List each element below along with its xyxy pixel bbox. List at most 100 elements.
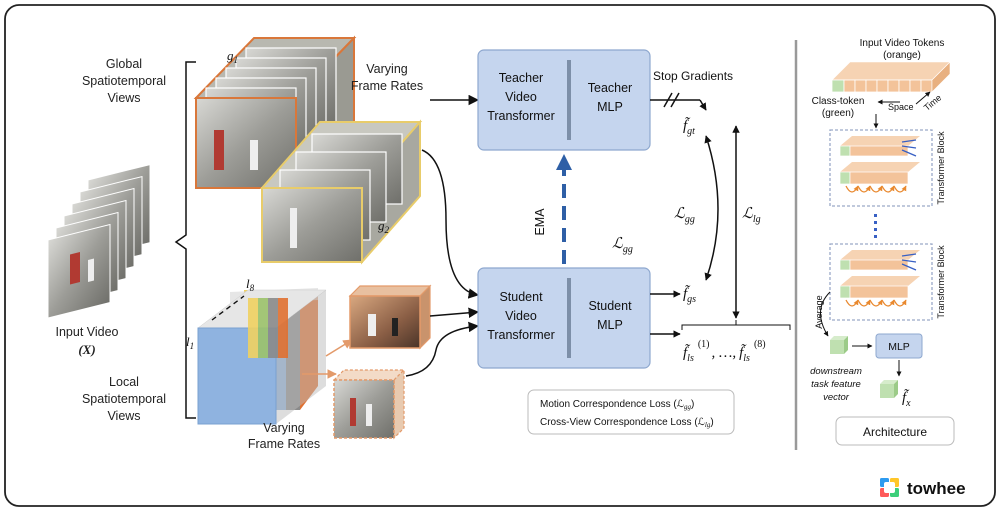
svg-text:MLP: MLP: [597, 318, 623, 332]
arrow-crop1-to-student: [429, 307, 480, 319]
ema-arrowhead: [556, 154, 572, 170]
student-divider: [567, 278, 571, 358]
teacher-box: [477, 49, 651, 151]
loss-lg-label: ℒlg: [742, 206, 761, 225]
loss-gg-right: ℒgg: [674, 206, 695, 225]
svg-text:(orange): (orange): [883, 50, 921, 61]
svg-text:Views: Views: [107, 91, 140, 105]
legend-cross: Cross-View Correspondence Loss (ℒlg): [540, 417, 714, 429]
loss-gg-arrow: [704, 135, 719, 281]
svg-text:Views: Views: [107, 409, 140, 423]
legend-motion: Motion Correspondence Loss (ℒgg): [540, 399, 694, 411]
svg-text:MLP: MLP: [597, 100, 623, 114]
svg-text:Frame Rates: Frame Rates: [351, 79, 423, 93]
student-box: [477, 267, 651, 369]
svg-text:Global: Global: [106, 57, 142, 71]
towhee-brand-name: towhee: [907, 479, 966, 498]
stop-gradient-tick-1: [663, 92, 673, 108]
transformer-block-top-label: Transformer Block: [936, 131, 946, 205]
svg-text:downstream: downstream: [810, 366, 862, 377]
svg-text:(green): (green): [822, 108, 854, 119]
svg-text:vector: vector: [823, 392, 850, 403]
svg-text:Teacher: Teacher: [588, 81, 632, 95]
svg-text:Student: Student: [588, 299, 632, 313]
svg-text:Frame Rates: Frame Rates: [248, 437, 320, 451]
input-tokens-label: Input Video Tokens (orange): [860, 38, 945, 61]
towhee-logo-icon: [880, 478, 899, 497]
average-arrow: [820, 291, 831, 337]
l1-label: l1: [186, 334, 194, 351]
arch-mlp-box: [875, 333, 923, 359]
svg-text:Video: Video: [505, 309, 537, 323]
teacher-output-arrow: [699, 99, 707, 111]
varying-rates-top-label: Varying Frame Rates: [351, 62, 423, 93]
input-video-label: Input Video: [55, 325, 118, 339]
svg-text:Input Video Tokens: Input Video Tokens: [860, 38, 945, 49]
student-transformer-label: Student Video Transformer: [487, 290, 555, 342]
fx-cube: [880, 380, 898, 398]
svg-text:Teacher: Teacher: [499, 71, 543, 85]
svg-text:Local: Local: [109, 375, 139, 389]
transformer-block-top: [829, 129, 933, 207]
svg-text:Varying: Varying: [366, 62, 408, 76]
class-token-cube: [830, 336, 848, 354]
loss-legend: Motion Correspondence Loss (ℒgg) Cross-V…: [527, 389, 735, 435]
token-grid: [831, 61, 951, 93]
views-brace: [174, 61, 196, 419]
towhee-logo: towhee: [880, 478, 966, 498]
average-label: Average: [814, 295, 824, 328]
local-view-layers: [197, 288, 327, 425]
loss-gg-middle: ℒgg: [612, 236, 633, 255]
transformer-block-bottom: [829, 243, 933, 321]
transformer-block-bottom-label: Transformer Block: [936, 245, 946, 319]
local-view-dashes: [211, 295, 245, 321]
g2-label: g2: [378, 218, 390, 235]
repeat-dots: [874, 214, 877, 238]
l8-label: l8: [246, 276, 255, 293]
arch-mlp-label: MLP: [888, 341, 910, 353]
svg-text:Student: Student: [499, 290, 543, 304]
global-view-g2: [259, 119, 423, 265]
student-block: Student Video Transformer Student MLP: [477, 267, 651, 369]
input-video-stack: [47, 163, 151, 319]
f-gt-label: f̃gt: [683, 117, 695, 137]
f-ls-sequence: f̃ls(1), …,f̃ls(8): [683, 339, 766, 364]
student-mlp-label: Student MLP: [588, 299, 632, 332]
local-crop-2: [332, 368, 406, 440]
svg-text:task feature: task feature: [811, 379, 861, 390]
global-views-label: Global Spatiotemporal Views: [82, 57, 166, 105]
architecture-title-box: [835, 416, 955, 446]
local-views-label: Local Spatiotemporal Views: [82, 375, 166, 423]
space-label: Space: [888, 102, 914, 112]
stop-gradient-tick-2: [670, 92, 680, 108]
ema-label: EMA: [533, 208, 547, 236]
varying-rates-bottom-label: Varying Frame Rates: [248, 421, 320, 451]
svg-text:Class-token: Class-token: [812, 96, 865, 107]
f-x-label: f̃x: [902, 389, 911, 409]
svg-text:Transformer: Transformer: [487, 109, 555, 123]
teacher-transformer-label: Teacher Video Transformer: [487, 71, 555, 123]
svg-text:Video: Video: [505, 90, 537, 104]
arrow-crop2-to-student: [405, 321, 480, 377]
svg-text:Spatiotemporal: Spatiotemporal: [82, 392, 166, 406]
svg-text:Varying: Varying: [263, 421, 305, 435]
g1-label: g1: [227, 48, 238, 65]
local-crop-guide-1: [325, 339, 353, 357]
teacher-block: Teacher Video Transformer Teacher MLP: [477, 49, 651, 151]
teacher-mlp-label: Teacher MLP: [588, 81, 632, 114]
class-token-label: Class-token (green): [812, 96, 865, 119]
architecture-panel: Input Video Tokens (orange) Class-token …: [810, 38, 955, 446]
architecture-title: Architecture: [863, 425, 927, 439]
svg-text:Transformer: Transformer: [487, 328, 555, 342]
f-gs-label: f̃gs: [683, 285, 696, 305]
teacher-divider: [567, 60, 571, 140]
arrow-g2-to-student: [421, 149, 480, 299]
time-arrow: [915, 91, 931, 105]
input-video-symbol: (X): [78, 342, 95, 357]
downstream-label: downstream task feature vector: [810, 366, 862, 403]
svg-text:Spatiotemporal: Spatiotemporal: [82, 74, 166, 88]
stop-gradients-label: Stop Gradients: [653, 69, 733, 83]
local-crop-1: [348, 284, 432, 350]
